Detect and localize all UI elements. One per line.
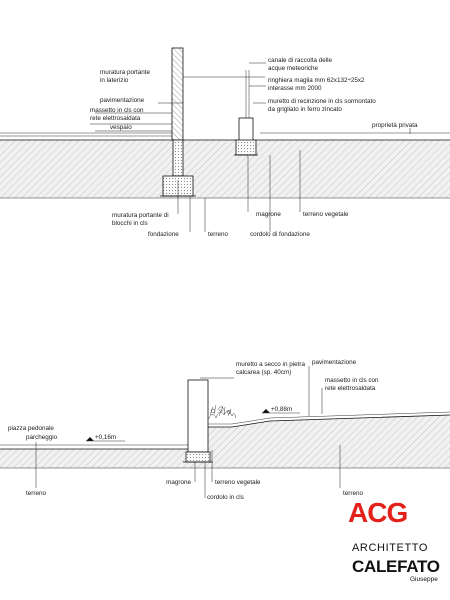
label-muretto-secco: muretto a secco in pietra calcarea (sp. … bbox=[236, 361, 307, 376]
level-marker-high: +0,88m bbox=[262, 406, 300, 414]
logo-line-giuseppe: Giuseppe bbox=[410, 576, 438, 583]
label-terreno-top: terreno bbox=[208, 231, 228, 238]
label-magrone-bottom: magrone bbox=[166, 479, 191, 486]
label-canale: canale di raccolta delle acque meteorich… bbox=[268, 57, 334, 72]
label-magrone-top: magrone bbox=[256, 211, 281, 218]
label-ringhiera: ringhiera maglia mm 62x132÷25x2 interass… bbox=[268, 77, 366, 92]
label-proprieta-privata: proprietà privata bbox=[372, 122, 418, 129]
label-pavimentazione-bottom: pavimentazione bbox=[312, 359, 357, 366]
label-massetto-bottom: massetto in cls con rete elettrosaldata bbox=[325, 377, 380, 392]
label-quota-bassa: +0,16m bbox=[95, 434, 116, 441]
top-section: muratura portante in laterizio pavimenta… bbox=[0, 47, 450, 238]
label-cordolo-fondazione: cordolo di fondazione bbox=[250, 231, 310, 238]
bottom-ground-right bbox=[208, 414, 450, 428]
logo-line-calefato: CALEFATO bbox=[352, 557, 440, 576]
top-terreno-fill bbox=[0, 140, 450, 198]
label-vespaio: vespaio bbox=[110, 124, 132, 131]
label-pavimentazione-top: pavimentazione bbox=[100, 97, 145, 104]
vegetation-sketch bbox=[207, 404, 237, 425]
logo-mark: ACG bbox=[348, 497, 407, 528]
bottom-cordolo bbox=[185, 451, 211, 463]
logo-line-architetto: ARCHITETTO bbox=[352, 542, 428, 554]
label-terreno-bottom-left: terreno bbox=[26, 490, 46, 497]
label-massetto-top: massetto in cls con rete elettrosaldata bbox=[90, 107, 145, 122]
level-marker-low: +0,16m bbox=[86, 434, 125, 442]
top-muratura-blocchi bbox=[172, 139, 184, 177]
bottom-muretto-secco bbox=[187, 379, 209, 453]
bottom-terreno-fill bbox=[0, 415, 450, 468]
label-fondazione: fondazione bbox=[148, 231, 179, 238]
bottom-section: +0,88m +0,16m muretto a secco in pietra … bbox=[0, 359, 450, 501]
label-muratura-laterizio: muratura portante in laterizio bbox=[100, 69, 152, 84]
label-muretto-recinzione: muretto di recinzione in cls sormontato … bbox=[268, 98, 378, 113]
label-muratura-blocchi: muratura portante di blocchi in cls bbox=[112, 212, 170, 227]
label-quota-alta: +0,88m bbox=[271, 406, 292, 413]
label-cordolo-cls: cordolo in cls bbox=[207, 494, 244, 501]
architect-logo: ACG ARCHITETTO CALEFATO Giuseppe bbox=[348, 497, 440, 583]
label-terreno-bottom-right: terreno bbox=[343, 490, 363, 497]
top-cordolo bbox=[235, 139, 257, 156]
label-terreno-vegetale-top: terreno vegetale bbox=[303, 211, 349, 218]
label-piazza: piazza pedonale parcheggio bbox=[8, 425, 58, 441]
top-muratura-laterizio bbox=[171, 47, 184, 141]
label-terreno-vegetale-bottom: terreno vegetale bbox=[215, 479, 261, 486]
